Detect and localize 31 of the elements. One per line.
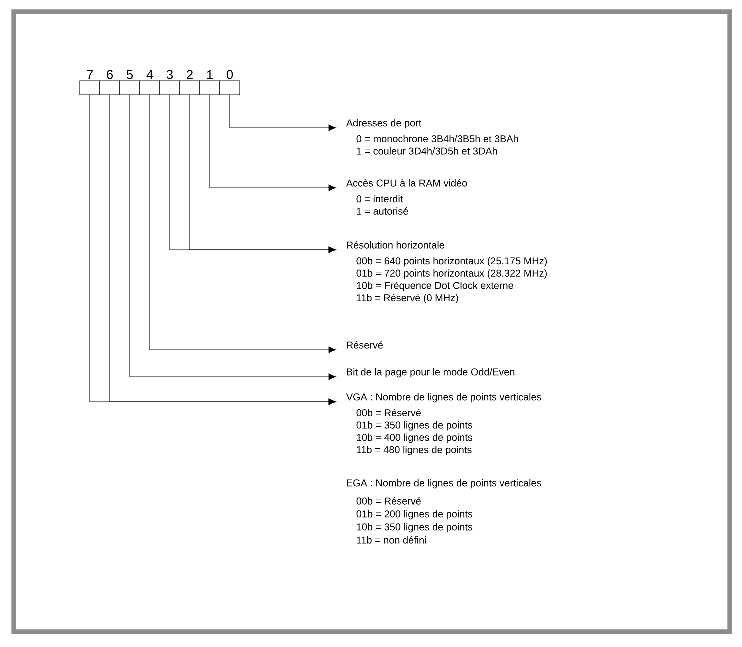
description-text: Bit de la page pour le mode Odd/Even <box>347 368 515 378</box>
value-line: 00b = Réservé <box>356 497 421 505</box>
value-line: 10b = 350 lignes de points <box>357 523 473 533</box>
bit-cell: 3 <box>160 70 180 96</box>
node-label: 0 <box>226 70 234 80</box>
node-label: 1 <box>207 70 213 80</box>
node-label: 5 <box>126 70 134 80</box>
bit-cell: 0 <box>220 70 240 96</box>
node-label: 2 <box>187 70 193 80</box>
node-label: 4 <box>146 70 154 80</box>
node-label: 3 <box>166 70 174 80</box>
description-text: Réservé <box>347 341 384 349</box>
bit-cell: 2 <box>180 70 200 96</box>
bit-cell: 4 <box>140 70 160 96</box>
arrow <box>150 95 336 354</box>
arrow <box>230 95 336 132</box>
bit-cell: 6 <box>100 70 120 96</box>
value-line: 11b = non défini <box>357 536 426 544</box>
bit-cell: 7 <box>80 70 100 96</box>
arrow <box>130 95 336 380</box>
value-line: 01b = 200 lignes de points <box>356 510 473 520</box>
arrow <box>210 95 336 192</box>
description-text: Résolution horizontale 00b = 640 points horizontaux (25.175 MHz) 01b = 720 points horizontaux (28.322 MHz) 10b = Fréquence Dot Clock externe 11b = Réservé (0 MHz) <box>347 241 547 304</box>
bit-cell: 5 <box>120 70 140 96</box>
description-text: VGA : Nombre de lignes de points verticales 00b = Réservé 01b = 350 lignes de points 10b = 400 lignes de points 11b = 480 lignes de points <box>346 393 542 456</box>
bit-cell: 1 <box>200 70 220 96</box>
section-heading: EGA : Nombre de lignes de points verticales <box>347 479 542 489</box>
description-text: Accès CPU à la RAM vidéo 0 = interdit 1 = autorisé <box>346 179 468 215</box>
node-label: 6 <box>107 70 114 80</box>
description-text: Adresses de port 0 = monochrone 3B4h/3B5h et 3BAh 1 = couleur 3D4h/3D5h et 3DAh <box>346 119 518 155</box>
node-label: 7 <box>87 70 93 80</box>
